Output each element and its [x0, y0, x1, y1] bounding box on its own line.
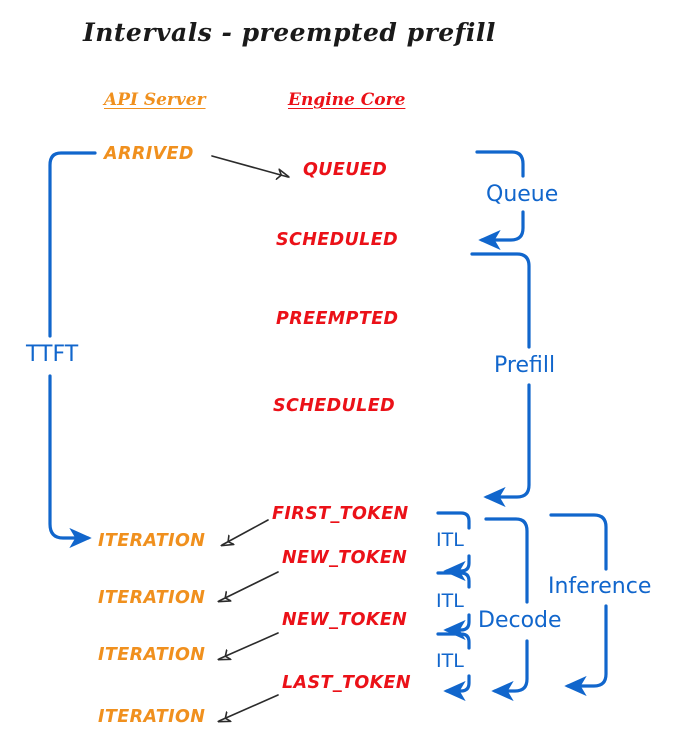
- transition-arrow-new-token-1-iteration: [219, 571, 279, 601]
- event-queued: QUEUED: [303, 160, 388, 180]
- event-iteration-1: ITERATION: [98, 531, 206, 551]
- diagram-title: Intervals - preempted prefill: [83, 18, 496, 47]
- transition-arrow-new-token-2-iteration: [219, 632, 279, 659]
- event-scheduled-1: SCHEDULED: [276, 230, 399, 250]
- interval-label-queue: Queue: [486, 182, 559, 207]
- interval-bracket-inference: [549, 513, 608, 697]
- column-header-api-server: API Server: [104, 90, 206, 110]
- transition-arrow-arrived-queued: [211, 155, 288, 177]
- transition-arrow-first-token-iteration: [222, 519, 269, 545]
- event-iteration-3: ITERATION: [98, 645, 206, 665]
- column-header-engine-core: Engine Core: [288, 90, 406, 110]
- transition-arrow-last-token-iteration: [219, 694, 279, 721]
- interval-label-itl-2: ITL: [436, 590, 464, 612]
- interval-label-itl-3: ITL: [436, 650, 464, 672]
- interval-label-itl-1: ITL: [436, 529, 464, 551]
- interval-label-prefill: Prefill: [494, 353, 556, 378]
- interval-label-inference: Inference: [548, 574, 652, 599]
- event-iteration-2: ITERATION: [98, 588, 206, 608]
- event-iteration-4: ITERATION: [98, 707, 206, 727]
- event-last-token: LAST_TOKEN: [282, 673, 411, 693]
- interval-bracket-decode: [484, 517, 529, 702]
- event-arrived: ARRIVED: [104, 144, 194, 164]
- event-preempted: PREEMPTED: [276, 309, 399, 329]
- event-new-token-1: NEW_TOKEN: [282, 548, 408, 568]
- interval-label-ttft: TTFT: [26, 342, 79, 367]
- event-first-token: FIRST_TOKEN: [272, 504, 409, 524]
- event-scheduled-2: SCHEDULED: [273, 396, 396, 416]
- event-new-token-2: NEW_TOKEN: [282, 610, 408, 630]
- interval-label-decode: Decode: [478, 608, 562, 633]
